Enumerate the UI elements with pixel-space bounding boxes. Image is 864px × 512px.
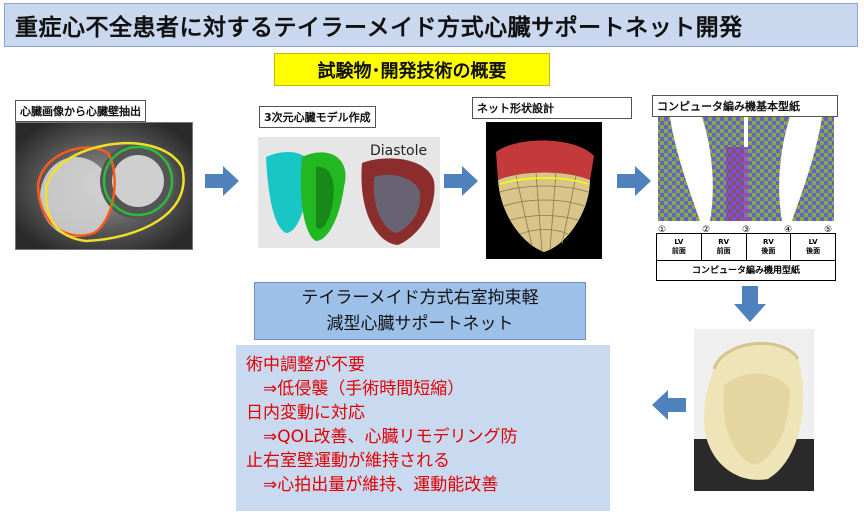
section-subtitle: 試験物･開発技術の概要 [274, 53, 550, 86]
page-title: 重症心不全患者に対するテイラーメイド方式心臓サポートネット開発 [4, 3, 858, 47]
3d-heart-model-image: Diastole [258, 137, 440, 248]
benefit-line: ⇒心拍出量が維持、運動能改善 [246, 473, 610, 497]
net-shape-design-image [486, 122, 602, 259]
benefit-line: 止右室壁運動が維持される [246, 449, 610, 473]
step-label-knit-pattern: コンピュータ編み機基本型紙 [652, 95, 838, 117]
diastole-label: Diastole [370, 143, 427, 159]
step-label-net-design: ネット形状設計 [472, 97, 632, 119]
product-name-line-2: 減型心臓サポートネット [327, 311, 514, 337]
arrow-right-icon [205, 166, 239, 196]
step-label-3d-model: 3次元心臓モデル作成 [259, 106, 376, 128]
arrow-right-icon [617, 166, 651, 196]
product-name-box: テイラーメイド方式右室拘束軽 減型心臓サポートネット [254, 282, 586, 340]
arrow-left-icon [652, 390, 686, 420]
step-label-extraction: 心臓画像から心臓壁抽出 [15, 100, 146, 122]
mri-heart-image [15, 122, 193, 250]
benefits-box: 術中調整が不要 ⇒低侵襲（手術時間短縮） 日内変動に対応 ⇒QOL改善、心臓リモ… [236, 345, 610, 511]
benefit-line: ⇒低侵襲（手術時間短縮） [246, 377, 610, 401]
benefit-line: 日内変動に対応 [246, 401, 610, 425]
benefit-line: ⇒QOL改善、心臓リモデリング防 [246, 425, 610, 449]
support-net-product-image [694, 329, 814, 491]
knitting-pattern-image: ① ② ③ ④ ⑤ [656, 117, 836, 234]
arrow-down-icon [734, 286, 766, 322]
arrow-right-icon [444, 166, 478, 196]
knit-table-footer: コンピュータ編み機用型紙 [657, 261, 835, 281]
benefit-line: 術中調整が不要 [246, 353, 610, 377]
product-name-line-1: テイラーメイド方式右室拘束軽 [301, 285, 538, 311]
